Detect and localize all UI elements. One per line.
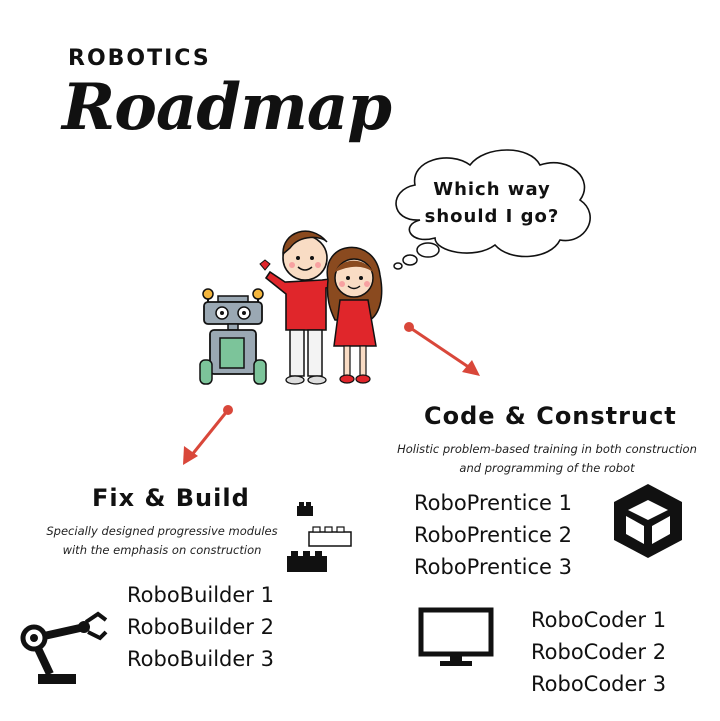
robotics-kicker: ROBOTICS <box>68 46 211 71</box>
robot-icon <box>199 288 267 385</box>
bubble-line-1: Which way <box>433 179 551 200</box>
list-item: RoboBuilder 2 <box>127 615 274 639</box>
list-item: RoboCoder 3 <box>531 672 667 696</box>
monitor-icon <box>418 607 494 666</box>
robocoder-list: RoboCoder 1 RoboCoder 2 RoboCoder 3 <box>531 604 666 700</box>
arrow-fix-build <box>183 405 233 465</box>
list-item: RoboPrentice 2 <box>414 523 572 547</box>
code-construct-title: Code & Construct <box>424 402 677 430</box>
bubble-text: Which way should I go? <box>412 176 572 230</box>
list-item: RoboBuilder 3 <box>127 647 274 671</box>
list-item: RoboPrentice 3 <box>414 555 572 579</box>
list-item: RoboBuilder 1 <box>127 583 274 607</box>
fix-build-desc-line-2: with the emphasis on construction <box>62 543 262 557</box>
fix-build-description: Specially designed progressive modules w… <box>30 522 294 560</box>
fix-build-title: Fix & Build <box>92 484 250 512</box>
fix-build-desc-line-1: Specially designed progressive modules <box>46 524 278 538</box>
list-item: RoboCoder 1 <box>531 608 667 632</box>
roadmap-title: Roadmap <box>62 70 392 145</box>
list-item: RoboPrentice 1 <box>414 491 572 515</box>
girl-icon <box>326 246 383 384</box>
code-construct-desc-line-2: and programming of the robot <box>459 461 635 475</box>
thought-bubble <box>393 149 591 270</box>
code-construct-desc-line-1: Holistic problem-based training in both … <box>397 442 697 456</box>
kids-and-robot-illustration <box>199 230 383 385</box>
robobuilder-list: RoboBuilder 1 RoboBuilder 2 RoboBuilder … <box>127 579 274 675</box>
arrow-code-construct <box>404 322 480 376</box>
bubble-line-2: should I go? <box>424 206 560 227</box>
robot-arm-icon <box>20 611 108 684</box>
cube-icon <box>614 484 682 558</box>
code-construct-description: Holistic problem-based training in both … <box>380 440 714 478</box>
bricks-icon <box>287 502 352 572</box>
list-item: RoboCoder 2 <box>531 640 667 664</box>
roboprentice-list: RoboPrentice 1 RoboPrentice 2 RoboPrenti… <box>414 487 572 583</box>
